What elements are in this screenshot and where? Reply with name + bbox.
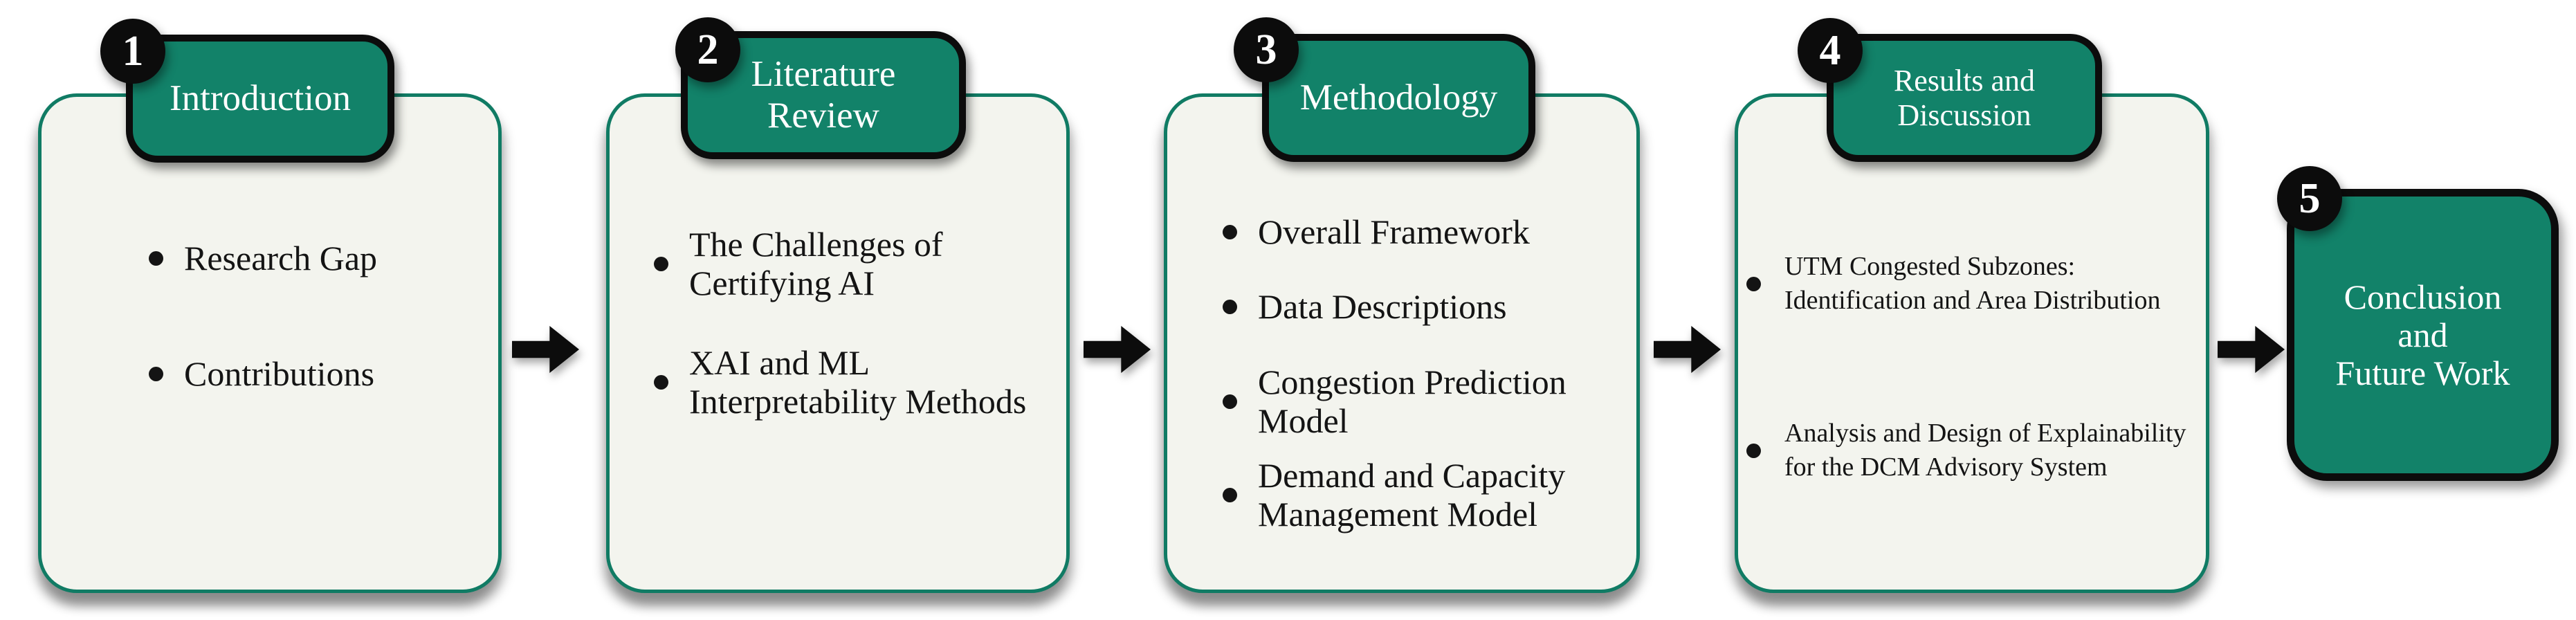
bullet-dot-icon <box>1223 224 1237 239</box>
bullet-dot-icon <box>1223 394 1237 409</box>
list-item: UTM Congested Subzones: Identification a… <box>1746 250 2160 318</box>
step-title-introduction: Introduction <box>126 35 394 163</box>
step-number-badge: 1 <box>100 19 165 84</box>
step-number-badge: 4 <box>1798 18 1863 83</box>
bullet-dot-icon <box>1223 299 1237 314</box>
bullet-text: Overall Framework <box>1258 212 1530 251</box>
step-card-literature-review: The Challenges of Certifying AI XAI and … <box>606 93 1070 593</box>
bullet-text: UTM Congested Subzones: Identification a… <box>1784 252 2161 316</box>
bullet-text: Research Gap <box>184 239 378 277</box>
step-number-badge: 5 <box>2277 166 2342 231</box>
bullet-dot-icon <box>149 366 163 381</box>
list-item: Contributions <box>149 354 374 393</box>
list-item: Demand and Capacity Management Model <box>1223 456 1565 534</box>
list-item: XAI and ML Interpretability Methods <box>654 343 1026 421</box>
bullet-dot-icon <box>1746 443 1761 458</box>
arrow-right-icon <box>1654 326 1721 373</box>
list-item: Data Descriptions <box>1223 287 1507 326</box>
bullet-dot-icon <box>1223 487 1237 502</box>
bullet-text: XAI and ML Interpretability Methods <box>689 343 1027 421</box>
list-item: The Challenges of Certifying AI <box>654 225 943 302</box>
step-title-results-discussion: Results and Discussion <box>1827 34 2102 162</box>
step-number-badge: 3 <box>1234 17 1299 82</box>
step-card-introduction: Research Gap Contributions <box>38 93 502 593</box>
arrow-right-icon <box>1084 326 1151 373</box>
list-item: Research Gap <box>149 239 377 277</box>
arrow-right-icon <box>512 326 579 373</box>
step-title-methodology: Methodology <box>1262 34 1535 162</box>
bullet-text: Data Descriptions <box>1258 287 1507 326</box>
list-item: Overall Framework <box>1223 212 1530 251</box>
bullet-text: Congestion Prediction Model <box>1258 363 1566 440</box>
list-item: Analysis and Design of Explainability fo… <box>1746 417 2186 485</box>
step-card-conclusion-future-work: Conclusion and Future Work <box>2287 189 2559 481</box>
step-card-results-discussion: UTM Congested Subzones: Identification a… <box>1735 93 2209 593</box>
bullet-text: Analysis and Design of Explainability fo… <box>1784 419 2186 482</box>
bullet-dot-icon <box>654 374 668 390</box>
bullet-text: The Challenges of Certifying AI <box>689 225 943 302</box>
arrow-right-icon <box>2218 326 2285 373</box>
bullet-dot-icon <box>149 250 163 266</box>
bullet-dot-icon <box>1746 276 1761 291</box>
bullet-dot-icon <box>654 256 668 271</box>
step-title-literature-review: Literature Review <box>681 31 966 159</box>
step-number-badge: 2 <box>675 17 740 82</box>
list-item: Congestion Prediction Model <box>1223 363 1566 440</box>
step-card-methodology: Overall Framework Data Descriptions Cong… <box>1164 93 1640 593</box>
bullet-text: Demand and Capacity Management Model <box>1258 456 1566 534</box>
bullet-text: Contributions <box>184 354 375 393</box>
